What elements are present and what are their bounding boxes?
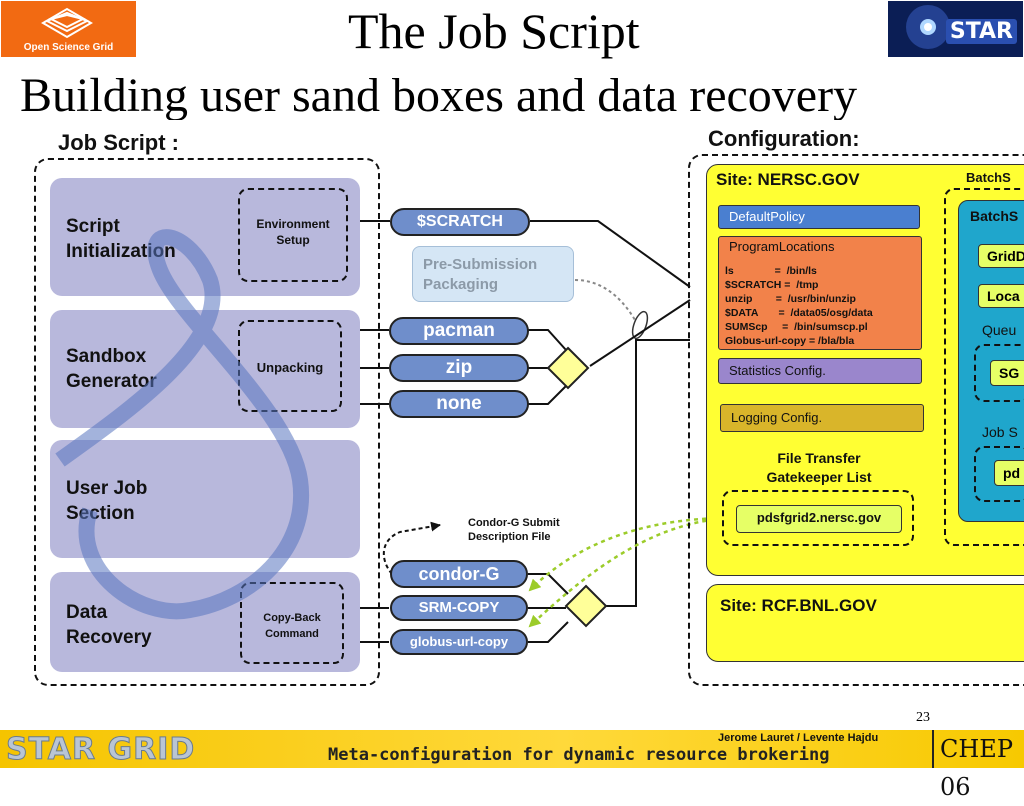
site-nersc-label: Site: NERSC.GOV	[716, 170, 860, 189]
condor-label: condor-G	[418, 564, 500, 584]
block-label: Data	[66, 602, 108, 623]
page-subtitle: Building user sand boxes and data recove…	[20, 69, 858, 120]
sg-item[interactable]: SG	[990, 360, 1024, 386]
condor-note-line: Condor-G Submit	[468, 517, 560, 529]
pacman-pill[interactable]: pacman	[389, 317, 529, 345]
program-line: $SCRATCH = /tmp	[725, 279, 819, 291]
scratch-label: $SCRATCH	[417, 213, 503, 230]
pd-item[interactable]: pd	[994, 460, 1024, 486]
presub-label: Pre-Submission	[423, 256, 538, 273]
osg-logo-icon	[41, 7, 93, 39]
star-grid-logo: STAR GRID	[5, 732, 196, 768]
star-logo-text: STAR	[945, 19, 1017, 44]
footer-authors: Jerome Lauret / Levente Hajdu	[718, 732, 879, 744]
job-script-panel	[34, 158, 380, 686]
srm-copy-pill[interactable]: SRM-COPY	[390, 595, 528, 621]
globus-url-copy-pill[interactable]: globus-url-copy	[390, 629, 528, 655]
pacman-label: pacman	[423, 320, 495, 341]
batch-system-outer	[944, 188, 1024, 546]
queue-label: Queu	[982, 322, 1017, 338]
program-locations-box: ProgramLocations ls = /bin/ls $SCRATCH =…	[718, 236, 922, 350]
program-line: SUMScp = /bin/sumscp.pl	[725, 321, 868, 333]
configuration-heading: Configuration:	[708, 126, 860, 151]
file-transfer-line: File Transfer	[777, 450, 861, 466]
condor-note-line: Description File	[468, 531, 551, 543]
batch-inner-label: BatchS	[970, 208, 1019, 224]
block-label: Script	[66, 216, 120, 237]
connector-lines	[349, 216, 731, 647]
program-line: ls = /bin/ls	[725, 265, 817, 277]
globus-label: globus-url-copy	[409, 634, 509, 649]
star-logo: STAR	[888, 1, 1023, 57]
star-burst-icon	[906, 5, 950, 49]
unpack-diamond-icon	[546, 346, 590, 390]
block-label: Sandbox	[66, 346, 147, 367]
swirl-watermark-icon	[55, 229, 310, 620]
program-line: unzip = /usr/bin/unzip	[725, 293, 856, 305]
program-line: Globus-url-copy = /bla/bla	[725, 335, 855, 347]
sub-label: Setup	[276, 233, 310, 247]
block-label: Recovery	[66, 627, 152, 648]
none-label: none	[436, 393, 482, 414]
logging-config-bar[interactable]: Logging Config.	[720, 404, 924, 432]
sub-label: Copy-Back	[263, 612, 321, 624]
gatekeeper-item[interactable]: pdsfgrid2.nersc.gov	[736, 505, 902, 533]
srm-label: SRM-COPY	[418, 599, 500, 616]
sub-label: Unpacking	[256, 360, 324, 375]
logging-label: Logging Config.	[731, 410, 823, 425]
osg-logo-text: Open Science Grid	[23, 42, 114, 53]
site-rcf-label: Site: RCF.BNL.GOV	[720, 596, 877, 615]
program-locations-title: ProgramLocations	[729, 239, 835, 254]
batch-system-label: BatchS	[966, 170, 1011, 185]
scratch-pill[interactable]: $SCRATCH	[390, 208, 530, 236]
page-number: 23	[916, 710, 930, 725]
queue-box	[974, 344, 1024, 402]
presub-label: Packaging	[423, 276, 499, 293]
configuration-panel	[688, 154, 1024, 686]
grid-item[interactable]: GridD	[978, 244, 1024, 268]
footer-tagline: Meta-configuration for dynamic resource …	[328, 745, 830, 765]
jobs-box	[974, 446, 1024, 502]
local-item[interactable]: Loca	[978, 284, 1024, 308]
condor-g-pill[interactable]: condor-G	[390, 560, 528, 588]
site-rcf-box	[706, 584, 1024, 662]
sub-label: Environment	[256, 217, 330, 231]
statistics-config-bar[interactable]: Statistics Config.	[718, 358, 922, 384]
zip-label: zip	[445, 357, 473, 378]
zip-pill[interactable]: zip	[389, 354, 529, 382]
job-script-heading: Job Script :	[58, 130, 180, 155]
file-transfer-line: Gatekeeper List	[766, 469, 872, 485]
default-policy-label: DefaultPolicy	[729, 209, 805, 224]
default-policy-bar[interactable]: DefaultPolicy	[718, 205, 920, 229]
block-label: User Job	[66, 478, 148, 499]
footer-bar: STAR GRID Meta-configuration for dynamic…	[0, 730, 1024, 801]
open-science-grid-logo: Open Science Grid	[1, 1, 136, 57]
page-title: The Job Script	[348, 3, 640, 59]
recovery-diamond-icon	[564, 584, 608, 628]
gatekeeper-list-box	[722, 490, 914, 546]
sub-label: Command	[265, 628, 319, 640]
chep-logo: CHEP 06	[932, 730, 1024, 801]
statistics-label: Statistics Config.	[729, 363, 826, 378]
jobs-label: Job S	[982, 424, 1018, 440]
program-line: $DATA = /data05/osg/data	[725, 307, 873, 319]
none-pill[interactable]: none	[389, 390, 529, 418]
block-label: Generator	[66, 371, 157, 392]
